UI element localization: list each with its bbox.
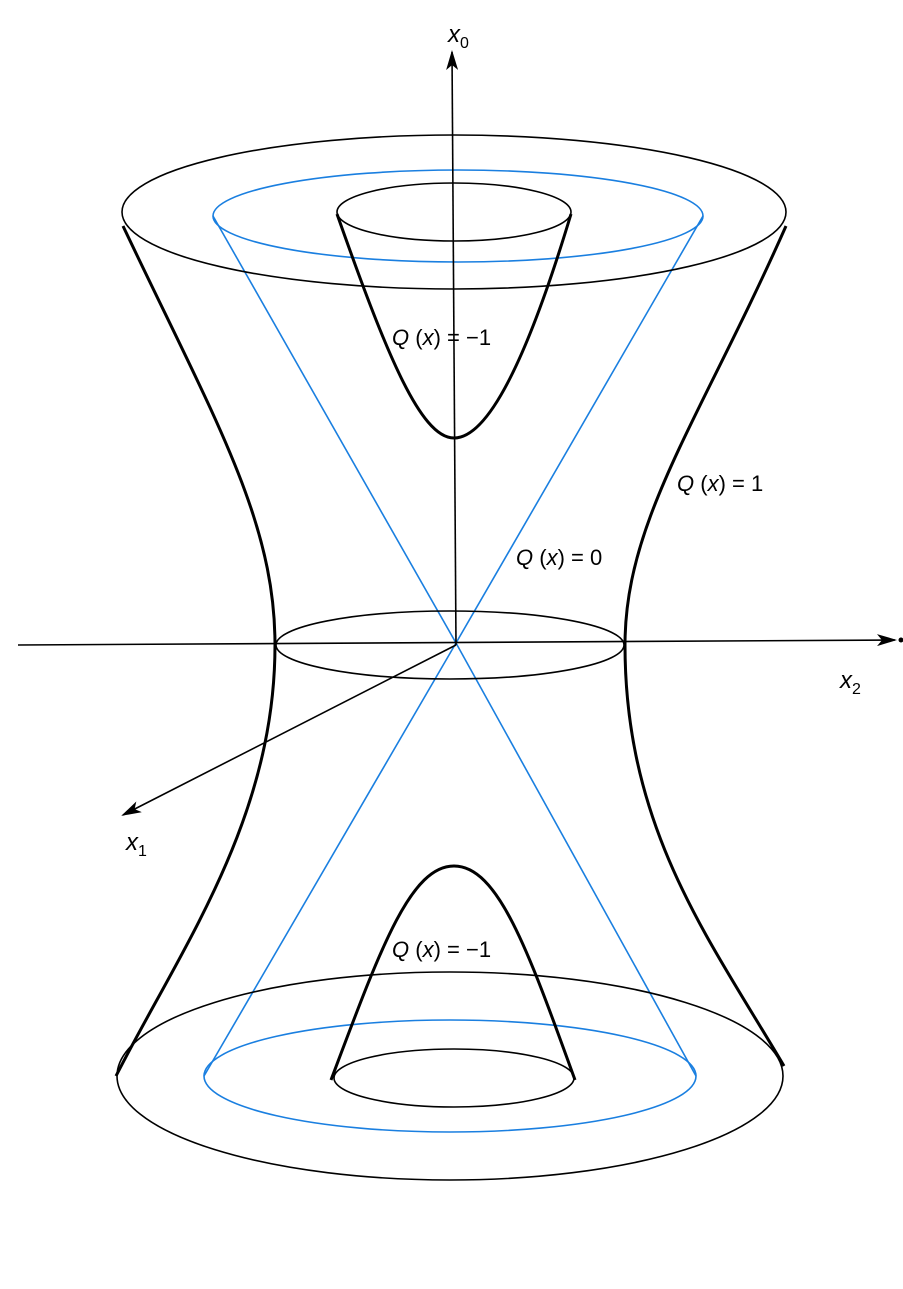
one-sheet-hyperboloid	[114, 134, 788, 1181]
cone-generator-upper-right	[455, 215, 704, 644]
cone-generator-upper-left	[212, 215, 457, 644]
cone-generator-lower-left	[203, 642, 457, 1077]
lower-sheet-rim	[333, 1048, 575, 1108]
one-sheet-bottom-rim	[116, 971, 784, 1181]
upper-two-sheet-label: Q (x) = −1	[392, 325, 491, 350]
lower-two-sheet-label: Q (x) = −1	[392, 937, 491, 962]
one-sheet-label: Q (x) = 1	[677, 471, 763, 496]
coordinate-axes	[17, 50, 903, 816]
x1-axis-label: x1	[125, 829, 147, 860]
cone-lower-rim	[203, 1019, 697, 1133]
light-cone	[203, 169, 704, 1133]
two-sheet-hyperboloid	[329, 182, 577, 1108]
one-sheet-waist	[275, 610, 625, 680]
cone-generator-lower-right	[455, 642, 697, 1077]
one-sheet-left-profile	[114, 225, 277, 1077]
x1-axis	[121, 644, 457, 816]
x2-axis	[17, 634, 897, 647]
x2-axis-label: x2	[839, 667, 861, 698]
x0-axis-label: x0	[447, 21, 469, 52]
lower-sheet-profile	[329, 864, 577, 1081]
x2-axis-end-dot	[898, 637, 903, 643]
x0-axis	[446, 50, 459, 646]
light-cone-label: Q (x) = 0	[516, 545, 602, 570]
one-sheet-right-profile	[623, 225, 788, 1067]
